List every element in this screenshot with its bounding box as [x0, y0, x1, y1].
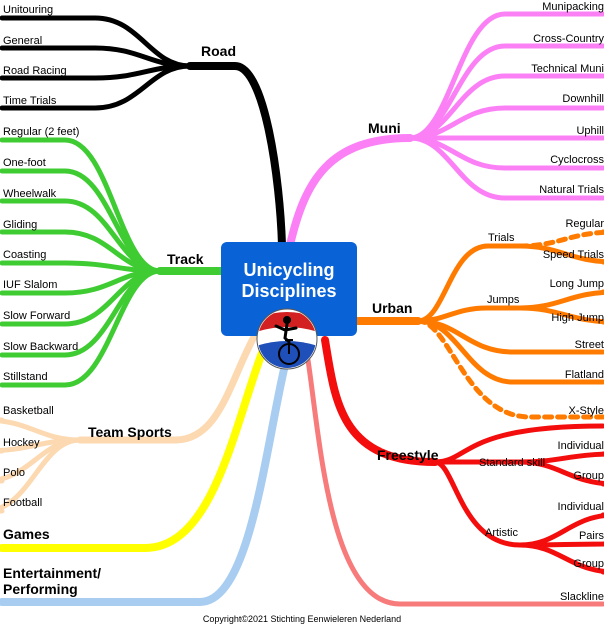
freestyle-artistic-branch-2 [517, 542, 604, 575]
track-item-slow-forward: Slow Forward [3, 310, 71, 322]
freestyle-standard-branch-1 [517, 459, 604, 487]
muni-item-cross-country: Cross-Country [533, 33, 604, 45]
team-main-branch [76, 331, 259, 444]
group-games-label: Games [3, 526, 50, 542]
slackline-label: Slackline [559, 591, 604, 603]
center-title: Unicycling Disciplines [221, 260, 357, 302]
track-item-gliding: Gliding [3, 219, 38, 231]
group-track-label: Track [167, 251, 204, 267]
muni-item-downhill: Downhill [562, 93, 604, 105]
urban-item-flatland: Flatland [564, 369, 604, 381]
muni-branch-6 [407, 135, 604, 201]
team-item-polo: Polo [3, 467, 26, 479]
entertainment-main-branch [0, 361, 289, 606]
road-item-time-trials: Time Trials [3, 95, 57, 107]
team-branch-3 [0, 437, 83, 514]
track-item-wheelwalk: Wheelwalk [3, 188, 57, 200]
freestyle-standard-individual: Individual [557, 440, 604, 452]
freestyle-artistic-group: Group [573, 558, 604, 570]
urban-trials-branch-0 [517, 229, 604, 249]
freestyle-main-branch [321, 336, 439, 466]
freestyle-artistic-branch [432, 459, 523, 548]
urban-jumps-branch-1 [517, 305, 604, 325]
urban-sub-trials: Trials [488, 232, 515, 244]
road-item-unitouring: Unitouring [3, 4, 54, 16]
muni-item-natural-trials: Natural Trials [539, 184, 604, 196]
urban-item-x-style: X-Style [568, 405, 604, 417]
freestyle-sub-standard-skill: Standard skill [479, 457, 546, 469]
urban-jumps-long-jump: Long Jump [549, 278, 604, 290]
muni-item-uphill: Uphill [576, 125, 604, 137]
games-main-branch [0, 341, 269, 552]
urban-trials-speed-trials: Speed Trials [542, 249, 604, 261]
center-title-line2: Disciplines [241, 281, 337, 301]
urban-trials-regular: Regular [565, 218, 604, 230]
urban-x-style-branch [415, 318, 604, 420]
freestyle-standard-group: Group [573, 470, 604, 482]
freestyle-artistic-individual: Individual [557, 501, 604, 513]
group-freestyle-label: Freestyle [377, 447, 439, 463]
unicyclist-logo-icon [256, 308, 318, 370]
road-item-road-racing: Road Racing [3, 65, 67, 77]
freestyle-sub-artistic: Artistic [485, 527, 518, 539]
group-entertainment-label-2: Performing [3, 581, 78, 597]
track-item-coasting: Coasting [3, 249, 47, 261]
urban-branch-1 [415, 318, 604, 385]
urban-trials-branch [415, 243, 523, 324]
track-item-stillstand: Stillstand [3, 371, 48, 383]
track-branch-8 [0, 268, 163, 388]
center-title-line1: Unicycling [243, 260, 335, 280]
road-item-general: General [3, 35, 43, 47]
group-muni-label: Muni [368, 120, 401, 136]
urban-sub-jumps: Jumps [487, 294, 520, 306]
road-main-branch [186, 62, 286, 249]
urban-jumps-branch-0 [517, 289, 604, 311]
track-item-slow-backward: Slow Backward [3, 341, 79, 353]
urban-trials-branch-1 [517, 243, 604, 265]
track-item-regular: Regular (2 feet) [3, 126, 80, 138]
team-item-basketball: Basketball [3, 405, 54, 417]
muni-item-munipacking: Munipacking [542, 1, 604, 13]
group-team-sports-label: Team Sports [88, 424, 172, 440]
road-branch-3 [0, 63, 193, 111]
copyright-text: Copyright©2021 Stichting Eenwieleren Ned… [202, 614, 402, 624]
group-road-label: Road [201, 43, 236, 59]
group-urban-label: Urban [372, 300, 413, 316]
urban-jumps-high-jump: High Jump [551, 312, 604, 324]
team-item-hockey: Hockey [3, 437, 40, 449]
urban-item-street: Street [574, 339, 604, 351]
muni-item-cyclocross: Cyclocross [550, 154, 604, 166]
track-item-iuf-slalom: IUF Slalom [3, 279, 58, 291]
team-item-football: Football [3, 497, 43, 509]
group-entertainment-label-1: Entertainment/ [3, 565, 102, 581]
track-item-one-foot: One-foot [3, 157, 46, 169]
muni-item-technical-muni: Technical Muni [531, 63, 604, 75]
slackline-main-branch [305, 357, 604, 607]
freestyle-artistic-pairs: Pairs [578, 530, 604, 542]
muni-main-branch [286, 134, 414, 249]
